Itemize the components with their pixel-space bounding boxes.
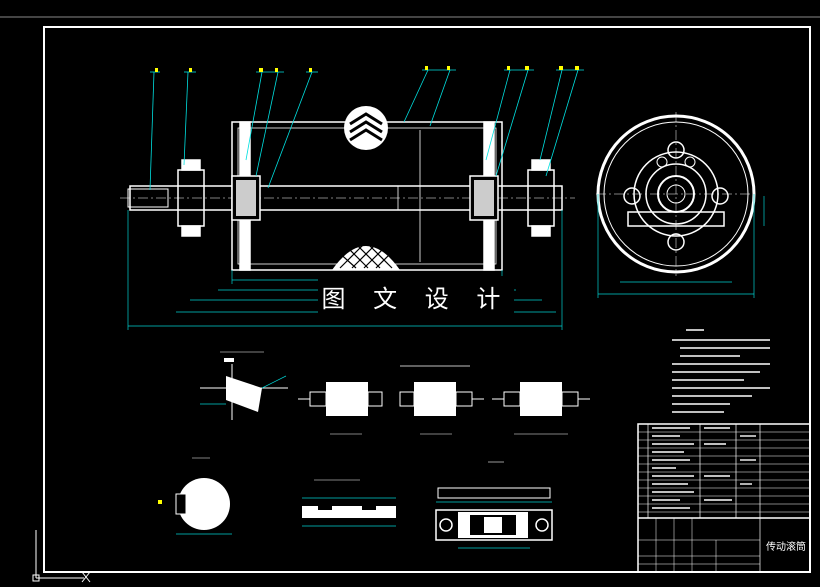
part-balloons — [155, 66, 579, 72]
rotation-drum-1 — [326, 382, 368, 416]
left-bearing-cap — [181, 159, 201, 171]
title-block — [637, 423, 811, 573]
part-leaders — [149, 69, 584, 191]
shaft-key-end — [127, 188, 169, 208]
left-hub-fill — [236, 180, 256, 216]
right-bearing-base — [531, 225, 551, 237]
bolt-hole-left — [623, 187, 641, 205]
title-block-drawing-name: 传动滚筒 — [766, 542, 806, 553]
rotation-drum-3 — [520, 382, 562, 416]
right-hub-fill — [474, 180, 494, 216]
left-bearing-base — [181, 225, 201, 237]
bolt-hole-right — [711, 187, 729, 205]
drawing-border — [43, 26, 811, 573]
weld-detail — [200, 351, 288, 420]
bearing-seat-detail — [435, 461, 553, 549]
right-bearing-cap — [531, 159, 551, 171]
watermark-text: 图 文 设 计 — [318, 276, 514, 316]
herringbone-lagging-top — [344, 106, 388, 150]
drum-assembly-view — [120, 121, 575, 271]
end-view — [596, 112, 756, 276]
ucs-axis-icon — [32, 530, 91, 583]
end-view-dimensions — [597, 194, 765, 298]
rotation-drum-2 — [414, 382, 456, 416]
key-detail — [302, 479, 396, 527]
technical-requirements — [672, 329, 770, 413]
diamond-lagging-bottom — [332, 237, 400, 270]
section-e-e — [158, 457, 232, 535]
rotation-diagrams — [298, 365, 590, 435]
